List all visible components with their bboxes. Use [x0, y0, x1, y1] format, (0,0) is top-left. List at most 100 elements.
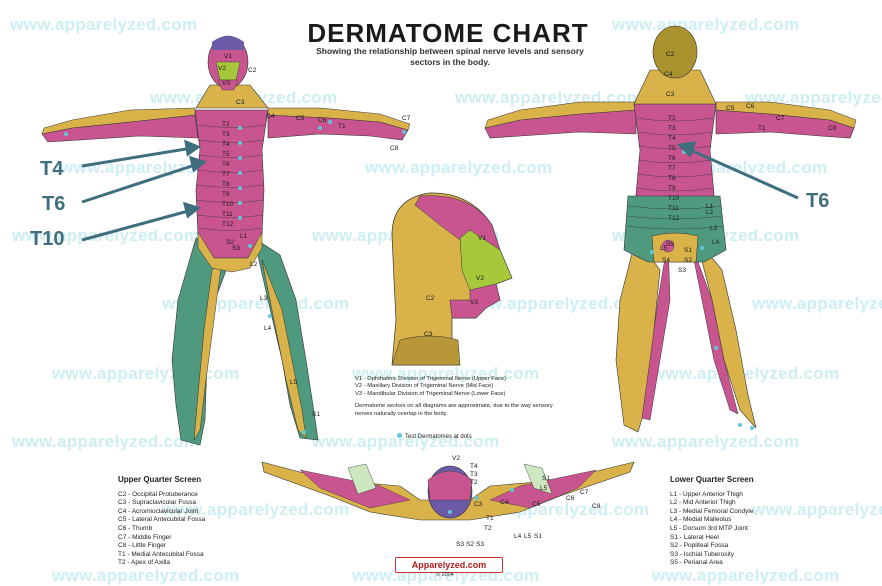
upper-quarter-item: T2 - Apex of Axilla [118, 559, 205, 568]
dermatome-label: T1 [486, 515, 494, 522]
dermatome-label: L4 [264, 325, 272, 332]
dermatome-label: L3 [260, 295, 268, 302]
apparelyzed-logo: Apparelyzed.com [395, 557, 503, 573]
lower-quarter-item: S5 - Perianal Area [670, 559, 754, 568]
dermatome-label: T9 [668, 185, 676, 192]
lower-quarter-item: S2 - Popliteal Fossa [670, 542, 754, 551]
dermatome-label: T12 [222, 221, 234, 228]
dermatome-label: L4 [712, 239, 720, 246]
lower-quarter-item: S1 - Lateral Heel [670, 534, 754, 543]
dermatome-label: T8 [668, 175, 676, 182]
dermatome-label: T11 [668, 205, 679, 212]
dermatome-label: C3 [474, 501, 483, 508]
dermatome-label: C6 [566, 495, 575, 502]
lower-quarter-item: L1 - Upper Anterior Thigh [670, 491, 754, 500]
lower-quarter-item: L5 - Dorsum 3rd MTP Joint [670, 525, 754, 534]
dermatome-label: T2 [484, 525, 492, 532]
dermatome-label: L2 [706, 209, 714, 216]
dermatome-label: T5 [222, 151, 230, 158]
dermatome-label: C3 [666, 91, 675, 98]
dermatome-label: S1 [312, 411, 320, 418]
copyright-text: © 2004 [436, 572, 454, 578]
dermatome-label: C6 [318, 117, 327, 124]
lower-quarter-list: L1 - Upper Anterior ThighL2 - Mid Anteri… [670, 491, 754, 568]
dermatome-label: V2 [452, 455, 460, 462]
dermatome-label: S1 [542, 475, 550, 482]
upper-quarter-legend: Upper Quarter Screen C2 - Occipital Prot… [118, 476, 205, 568]
dermatome-label: V3 [222, 80, 230, 87]
dermatome-label: S3 [456, 541, 464, 548]
dermatome-label: T7 [222, 171, 230, 178]
dermatome-label: T2 [222, 121, 230, 128]
dermatome-label: C8 [390, 145, 399, 152]
callout-t6-back: T6 [806, 190, 829, 213]
upper-quarter-item: C5 - Lateral Antecubital Fossa [118, 516, 205, 525]
dermatome-label: V3 [470, 299, 478, 306]
dermatome-label: C7 [776, 115, 785, 122]
callout-t4: T4 [40, 158, 63, 181]
dermatome-label: T6 [222, 161, 230, 168]
dermatome-label: C5 [296, 115, 305, 122]
upper-quarter-item: C4 - Acromioclavicular Joint [118, 508, 205, 517]
dermatome-label: L5 [524, 533, 532, 540]
dermatome-label: V2 [476, 275, 484, 282]
upper-quarter-item: C8 - Little Finger [118, 542, 205, 551]
dermatome-label: L4 [514, 533, 522, 540]
dermatome-label: T3 [222, 131, 230, 138]
callout-t10: T10 [30, 228, 64, 251]
lower-quarter-legend: Lower Quarter Screen L1 - Upper Anterior… [670, 476, 754, 568]
dermatome-label: C6 [746, 103, 755, 110]
dermatome-label: T5 [668, 145, 676, 152]
dermatome-label: T1 [758, 125, 766, 132]
test-dots-note: Test Dermatomes at dots [397, 433, 472, 440]
dermatome-label: C2 [426, 295, 435, 302]
dermatome-label: T3 [668, 125, 676, 132]
dermatome-label: S5 [666, 241, 674, 248]
lower-quarter-item: S3 - Ischial Tuberosity [670, 551, 754, 560]
test-dot-swatch [397, 433, 402, 438]
dermatome-label: C5 [532, 501, 541, 508]
dermatome-label: C7 [580, 489, 589, 496]
upper-quarter-item: C2 - Occipital Protuberance [118, 491, 205, 500]
dermatome-label: L2 [250, 261, 258, 268]
dermatome-label: T10 [668, 195, 680, 202]
dermatome-label: S2 [466, 541, 474, 548]
dermatome-label: L1 [240, 233, 248, 240]
dermatome-label: C8 [828, 125, 837, 132]
dermatome-label: C2 [248, 67, 257, 74]
dermatome-label: T4 [668, 135, 676, 142]
dermatome-label: C5 [726, 105, 735, 112]
note-v3: V3 - Mandibular Division of Trigeminal N… [355, 391, 555, 398]
dermatome-label: C4 [664, 71, 673, 78]
lower-quarter-item: L2 - Mid Anterior Thigh [670, 499, 754, 508]
dermatome-label: C3 [236, 99, 245, 106]
dermatome-label: S3 [232, 245, 240, 252]
dermatome-label: T12 [668, 215, 680, 222]
upper-quarter-heading: Upper Quarter Screen [118, 476, 205, 485]
dermatome-label: T9 [222, 191, 230, 198]
bottom-body-figure [262, 462, 634, 520]
dermatome-label: S3 [476, 541, 484, 548]
dermatome-label: C8 [592, 503, 601, 510]
upper-quarter-item: C3 - Supraclavicular Fossa [118, 499, 205, 508]
dermatome-label: T4 [470, 463, 478, 470]
dermatome-label: C2 [666, 51, 675, 58]
trigeminal-notes: V1 - Ophthalmic Division of Trigeminal N… [355, 376, 555, 418]
note-v2: V2 - Maxillary Division of Trigeminal Ne… [355, 383, 555, 390]
dermatome-label: S3 [678, 267, 686, 274]
dermatome-label: C4 [266, 113, 275, 120]
dermatome-label: L5 [290, 379, 298, 386]
dermatome-label: L5 [540, 485, 548, 492]
dermatome-label: V2 [218, 65, 226, 72]
dermatome-label: T3 [470, 471, 478, 478]
dermatome-label: T2 [668, 115, 676, 122]
test-dots-text: Test Dermatomes at dots [405, 434, 472, 440]
dermatome-label: T8 [222, 181, 230, 188]
note-v1: V1 - Ophthalmic Division of Trigeminal N… [355, 376, 555, 383]
approximation-note: Dermatome sectors on all diagrams are ap… [355, 403, 555, 418]
dermatome-label: C3 [424, 331, 433, 338]
lower-quarter-heading: Lower Quarter Screen [670, 476, 754, 485]
dermatome-label: S1 [684, 247, 692, 254]
lower-quarter-item: L4 - Medial Malleolus [670, 516, 754, 525]
